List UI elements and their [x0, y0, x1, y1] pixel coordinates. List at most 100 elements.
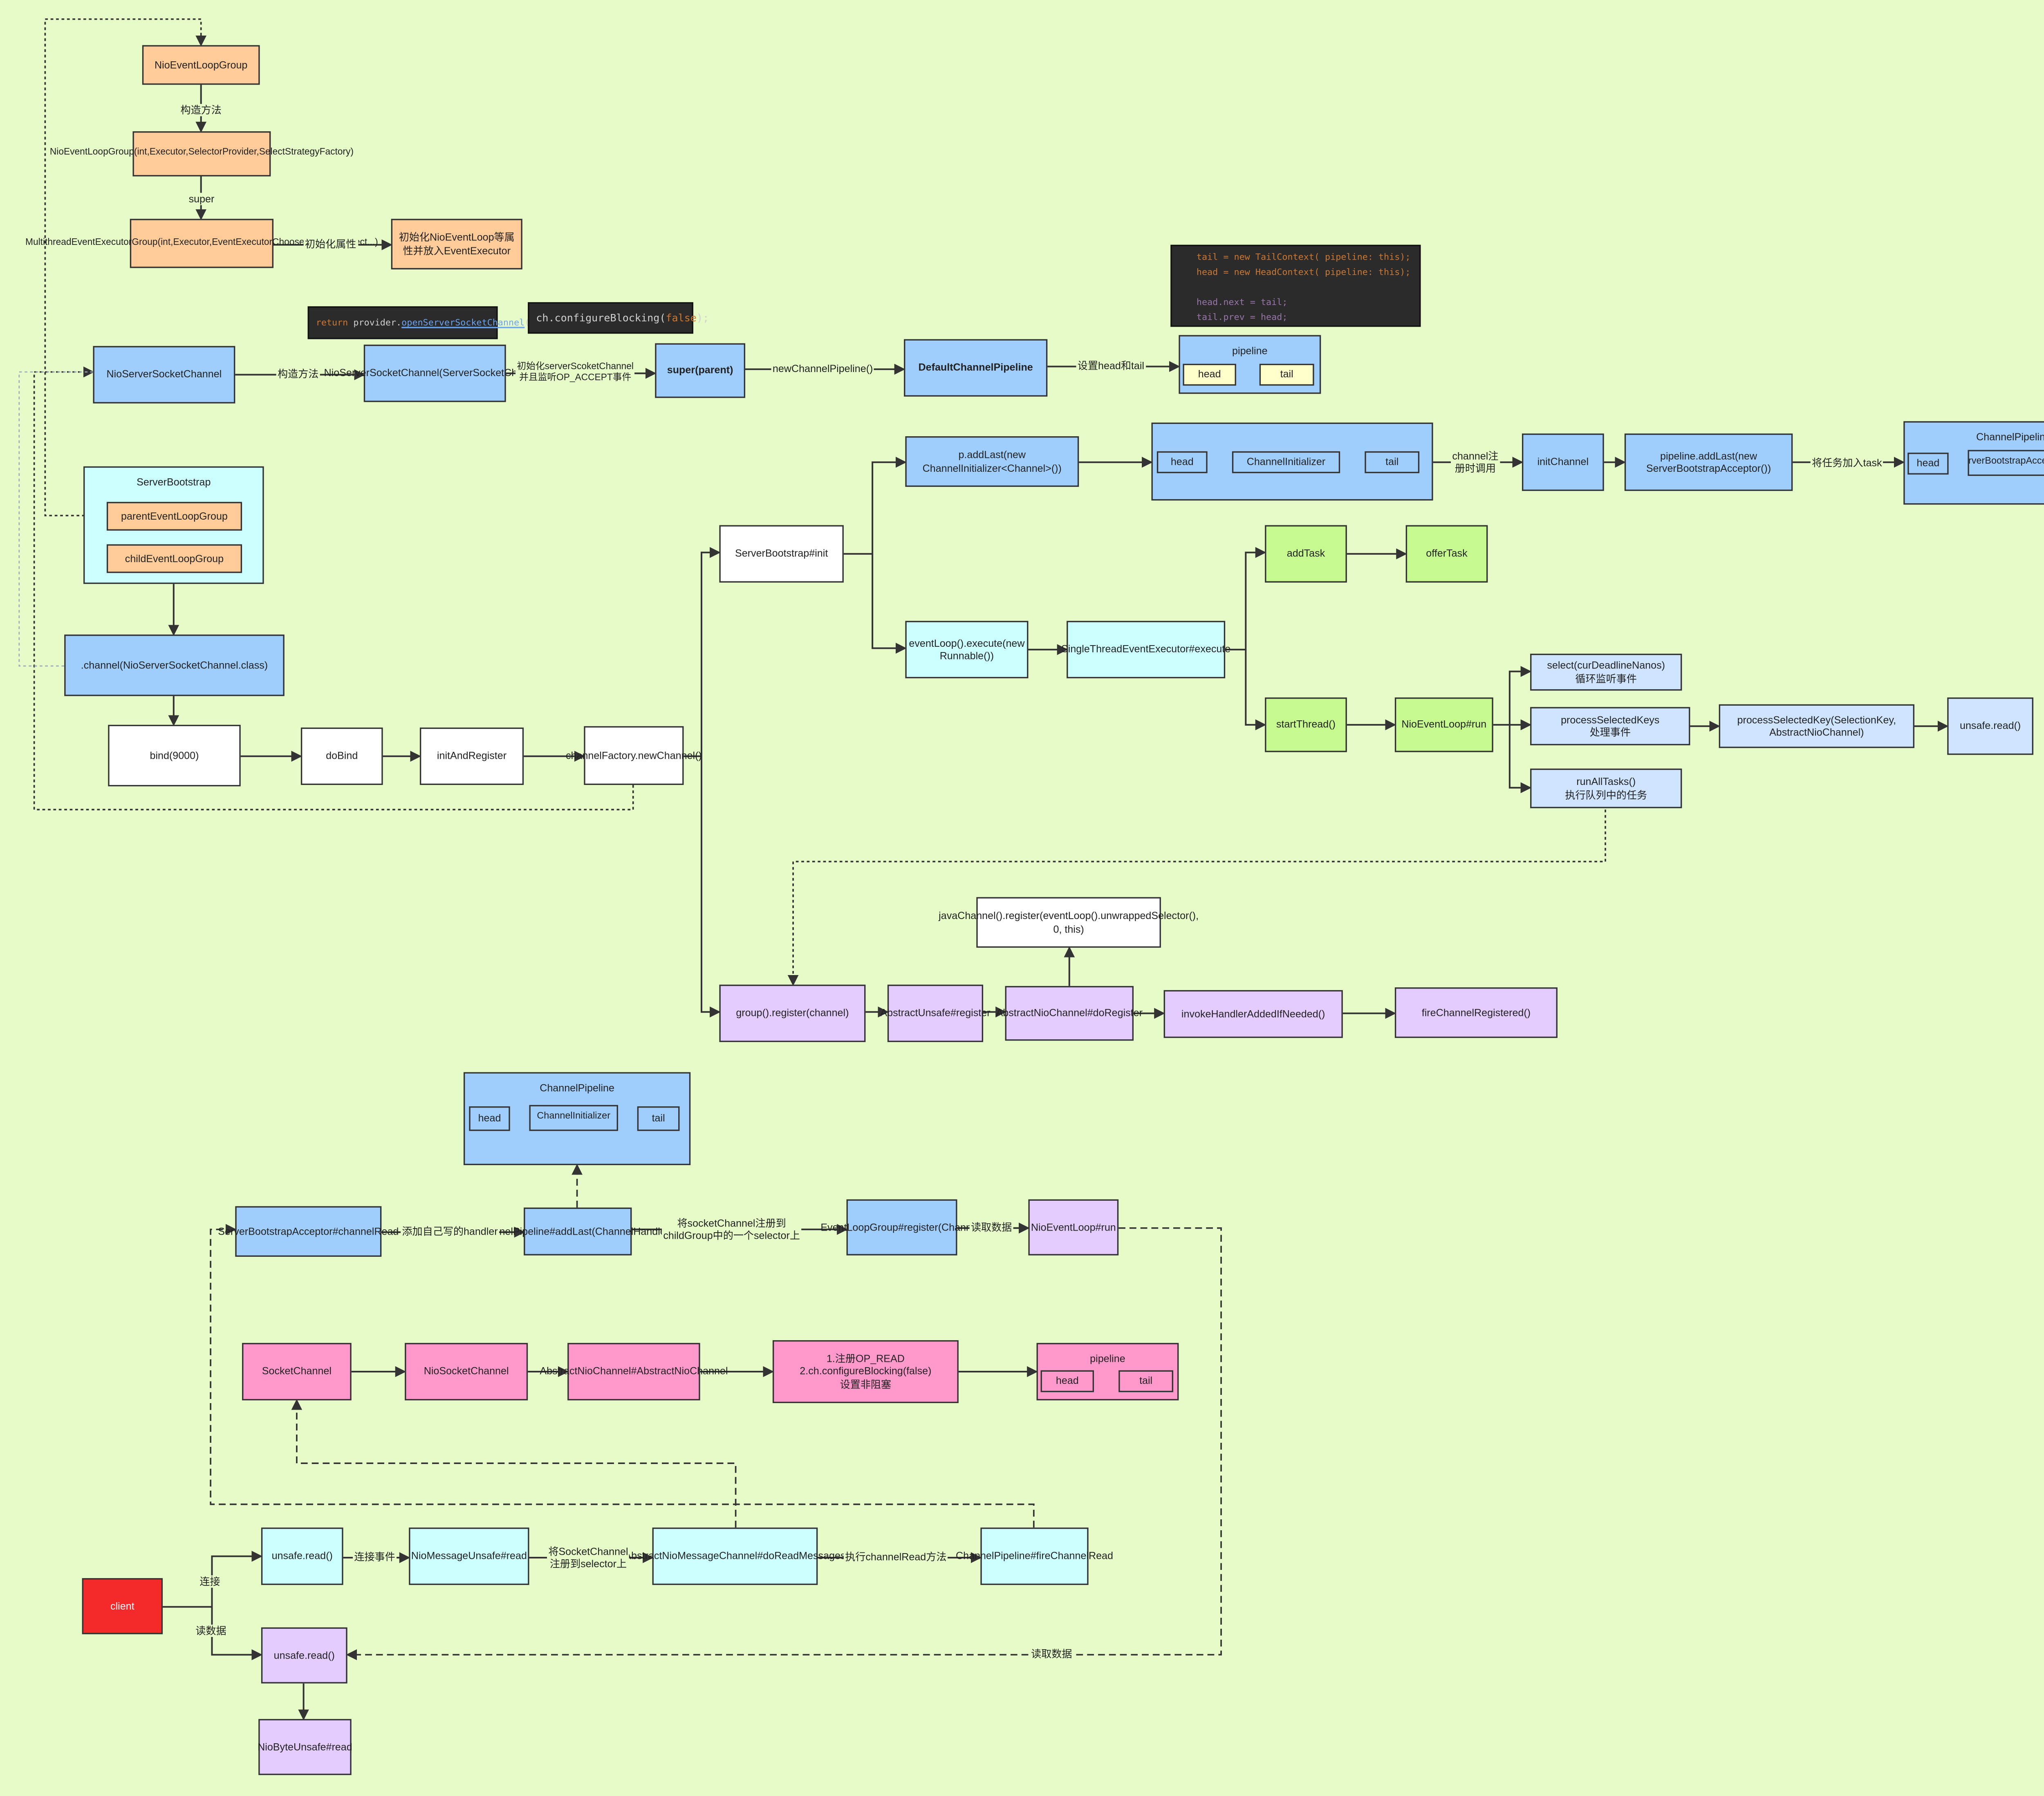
- pipeline-head: head: [1156, 451, 1208, 473]
- code-line: head = new HeadContext( pipeline: this);: [1196, 267, 1411, 278]
- edge: [1493, 666, 1532, 726]
- bind-node: bind(9000): [108, 724, 241, 787]
- edge-label: 将SocketChannel 注册到selector上: [547, 1545, 630, 1570]
- pipeline-middle: ServerBootstrapAcceptor: [1968, 450, 2044, 476]
- edge-label: 添加自己写的handler: [401, 1225, 500, 1238]
- code-tail-head: tail = new TailContext( pipeline: this);…: [1170, 244, 1421, 327]
- pipeline-tail: tail: [1259, 363, 1314, 386]
- edge-label: 读取数据: [1029, 1648, 1074, 1660]
- do-bind-node: doBind: [300, 727, 383, 785]
- pipeline-head: head: [1183, 363, 1236, 386]
- pipeline-tail: tail: [1365, 451, 1420, 473]
- edge-label: 初始化属性: [303, 238, 358, 251]
- pipeline-tail: tail: [637, 1106, 680, 1131]
- server-bootstrap-title: ServerBootstrap: [137, 476, 211, 489]
- pipeline-head: head: [1040, 1370, 1094, 1392]
- edge-label: 连接事件: [353, 1551, 397, 1563]
- pipeline-title: ChannelPipeline: [1976, 431, 2044, 443]
- code-function: openServerSocketChannel: [401, 317, 525, 328]
- event-loop-execute-node: eventLoop().execute(new Runnable()): [905, 621, 1029, 679]
- init-and-register-node: initAndRegister: [419, 727, 524, 785]
- nio-event-loop-group-node: NioEventLoopGroup: [142, 45, 260, 85]
- nio-socket-channel-node: NioSocketChannel: [405, 1343, 528, 1401]
- code-open-channel: return provider.openServerSocketChannel(…: [307, 306, 541, 339]
- edge-dotted-light: [18, 371, 93, 667]
- select-node: select(curDeadlineNanos) 循环监听事件: [1530, 653, 1682, 691]
- init-channel-node: initChannel: [1522, 433, 1604, 491]
- edge: [684, 547, 721, 757]
- init-nio-event-loop-node: 初始化NioEventLoop等属性并放入EventExecutor: [391, 219, 522, 269]
- p-add-last-node: p.addLast(new ChannelInitializer<Channel…: [905, 436, 1079, 487]
- parent-event-loop-group-node: parentEventLoopGroup: [106, 502, 242, 531]
- edge-label: 读取数据: [969, 1221, 1013, 1234]
- fire-channel-registered-node: fireChannelRegistered(): [1394, 987, 1558, 1038]
- edge-label: 执行channelRead方法: [843, 1551, 948, 1563]
- nio-event-loop-run-node: NioEventLoop#run: [1394, 697, 1493, 752]
- run-all-tasks-node: runAllTasks() 执行队列中的任务: [1530, 768, 1682, 808]
- edge: [1225, 547, 1266, 650]
- pipeline-title: pipeline: [1090, 1352, 1125, 1365]
- edge-label: 构造方法: [276, 368, 320, 380]
- java-channel-register-node: javaChannel().register(eventLoop().unwra…: [939, 897, 1199, 948]
- pipeline-add-last-node: pipeline.addLast(new ServerBootstrapAcce…: [1624, 433, 1793, 491]
- channel-pipeline-fire-read-node: ChannelPipeline#fireChannelRead: [956, 1527, 1113, 1585]
- edge-label: 初始化serverScoketChannel 并且监听OP_ACCEPT事件: [515, 362, 635, 385]
- abstract-nio-do-register-node: AbstractNioChannel#doRegister: [996, 986, 1143, 1041]
- code-configure-blocking: ch.configureBlocking(false);: [528, 302, 709, 334]
- nio-message-unsafe-read-node: NioMessageUnsafe#read: [409, 1527, 529, 1585]
- nio-server-socket-channel-node: NioServerSocketChannel: [93, 346, 235, 404]
- nio-event-loop-group-ctor-node: NioEventLoopGroup(int,Executor,SelectorP…: [50, 131, 354, 177]
- edge-dotted: [33, 366, 634, 811]
- channel-pipeline-add-last-node: ChannelPipeline#addLast(ChannelHandler..…: [475, 1207, 681, 1256]
- unsafe-read-2-node: unsafe.read(): [261, 1527, 343, 1585]
- edge: [211, 1607, 263, 1660]
- offer-task-node: offerTask: [1405, 525, 1488, 583]
- channel-class-node: .channel(NioServerSocketChannel.class): [64, 635, 285, 696]
- pipeline-title: ChannelPipeline: [540, 1081, 614, 1094]
- abstract-unsafe-register-node: AbstractUnsafe#register: [880, 984, 991, 1042]
- edge-label: 设置head和tail: [1076, 359, 1146, 372]
- unsafe-read-3-node: unsafe.read(): [261, 1627, 347, 1684]
- op-read-node: 1.注册OP_READ 2.ch.configureBlocking(false…: [772, 1340, 959, 1403]
- code-keyword: false: [666, 312, 697, 324]
- code-text: provider.: [348, 317, 402, 328]
- code-text: );: [696, 312, 709, 324]
- pipeline-title: pipeline: [1232, 344, 1268, 357]
- edge-dashed: [291, 1399, 737, 1528]
- code-line: head.next = tail;: [1196, 296, 1288, 308]
- edge: [843, 457, 907, 555]
- invoke-handler-added-node: invokeHandlerAddedIfNeeded(): [1163, 990, 1343, 1038]
- edge-label: 构造方法: [179, 104, 223, 117]
- server-bootstrap-init-node: ServerBootstrap#init: [719, 525, 844, 583]
- child-event-loop-group-node: childEventLoopGroup: [106, 544, 242, 573]
- edge: [1245, 649, 1266, 731]
- pipeline-head: head: [469, 1106, 510, 1131]
- multithread-executor-group-node: MultithreadEventExecutorGroup(int,Execut…: [25, 219, 378, 268]
- server-bootstrap-acceptor-read-node: ServerBootstrapAcceptor#channelRead: [218, 1206, 399, 1257]
- process-selected-key-node: processSelectedKey(SelectionKey, Abstrac…: [1719, 704, 1914, 748]
- default-channel-pipeline-node: DefaultChannelPipeline: [904, 339, 1048, 397]
- single-thread-execute-node: SingleThreadEventExecutor#execute: [1061, 621, 1230, 679]
- edge-dashed: [210, 1224, 1035, 1528]
- code-line: tail = new TailContext( pipeline: this);: [1196, 251, 1411, 263]
- edge-label: 将任务加入task: [1810, 457, 1883, 469]
- pipeline-middle: ChannelInitializer: [529, 1105, 618, 1131]
- code-keyword: return: [316, 317, 348, 328]
- start-thread-node: startThread(): [1265, 697, 1347, 752]
- abstract-nio-channel-node: AbstractNioChannel#AbstractNioChannel: [540, 1343, 728, 1401]
- edge: [700, 756, 721, 1018]
- process-selected-keys-node: processSelectedKeys 处理事件: [1530, 707, 1690, 746]
- edge-label: 将socketChannel注册到 childGroup中的一个selector…: [661, 1217, 802, 1242]
- nio-server-socket-channel-ctor-node: NioServerSocketChannel(ServerSocketChann…: [324, 344, 546, 402]
- nio-event-loop-run-2-node: NioEventLoop#run: [1028, 1199, 1119, 1256]
- unsafe-read-node: unsafe.read(): [1947, 697, 2034, 755]
- socket-channel-node: SocketChannel: [242, 1343, 352, 1401]
- pipeline-middle: ChannelInitializer: [1232, 451, 1340, 473]
- super-parent-node: super(parent): [655, 343, 746, 398]
- edge-label: 读数据: [194, 1624, 228, 1637]
- pipeline-tail: tail: [1118, 1370, 1174, 1392]
- add-task-node: addTask: [1265, 525, 1347, 583]
- event-loop-group-register-node: EventLoopGroup#register(Channel): [820, 1199, 983, 1256]
- code-line: tail.prev = head;: [1196, 312, 1288, 323]
